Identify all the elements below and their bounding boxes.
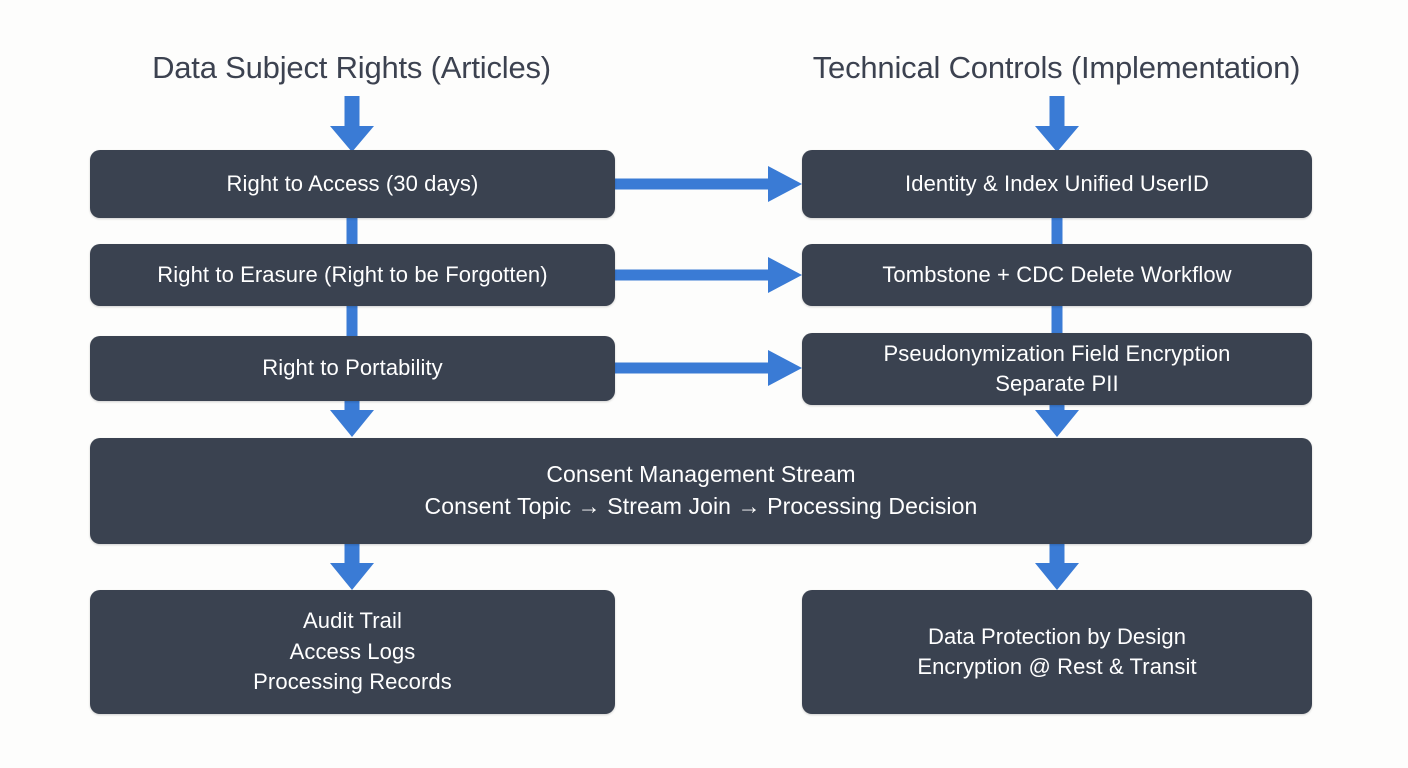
edge-consent-to-dpbd bbox=[1035, 540, 1079, 590]
node-right-to-access[interactable]: Right to Access (30 days) bbox=[90, 150, 615, 218]
edge-access-to-identity bbox=[615, 166, 802, 202]
column-header-technical-controls: Technical Controls (Implementation) bbox=[812, 50, 1301, 85]
node-right-to-erasure[interactable]: Right to Erasure (Right to be Forgotten) bbox=[90, 244, 615, 306]
node-identity-index-unified-userid[interactable]: Identity & Index Unified UserID bbox=[802, 150, 1312, 218]
node-data-protection-by-design[interactable]: Data Protection by Design Encryption @ R… bbox=[802, 590, 1312, 714]
node-label: Audit Trail Access Logs Processing Recor… bbox=[253, 608, 452, 695]
node-label: Consent Management Stream Consent Topic … bbox=[424, 461, 978, 519]
edge-portability-to-pseudonymization bbox=[615, 350, 802, 386]
node-label: Identity & Index Unified UserID bbox=[905, 170, 1209, 196]
node-label: Right to Erasure (Right to be Forgotten) bbox=[157, 261, 548, 287]
node-label: Right to Access (30 days) bbox=[226, 170, 479, 196]
node-label: Pseudonymization Field Encryption Separa… bbox=[883, 340, 1231, 396]
node-right-to-portability[interactable]: Right to Portability bbox=[90, 336, 615, 401]
node-label: Data Protection by Design Encryption @ R… bbox=[917, 623, 1197, 679]
edge-header-right-to-identity bbox=[1035, 96, 1079, 152]
node-pseudonymization-field-encryption[interactable]: Pseudonymization Field Encryption Separa… bbox=[802, 333, 1312, 405]
edge-consent-to-audit bbox=[330, 540, 374, 590]
node-label: Tombstone + CDC Delete Workflow bbox=[882, 261, 1232, 287]
edge-header-left-to-access bbox=[330, 96, 374, 152]
edge-erasure-to-tombstone bbox=[615, 257, 802, 293]
node-audit-trail[interactable]: Audit Trail Access Logs Processing Recor… bbox=[90, 590, 615, 714]
node-tombstone-cdc-delete-workflow[interactable]: Tombstone + CDC Delete Workflow bbox=[802, 244, 1312, 306]
node-consent-management-stream[interactable]: Consent Management Stream Consent Topic … bbox=[90, 438, 1312, 544]
edge-pseudonymization-to-consent bbox=[1035, 400, 1079, 437]
edge-portability-to-consent bbox=[330, 396, 374, 437]
node-label: Right to Portability bbox=[262, 355, 443, 381]
column-header-data-subject-rights: Data Subject Rights (Articles) bbox=[152, 50, 551, 85]
